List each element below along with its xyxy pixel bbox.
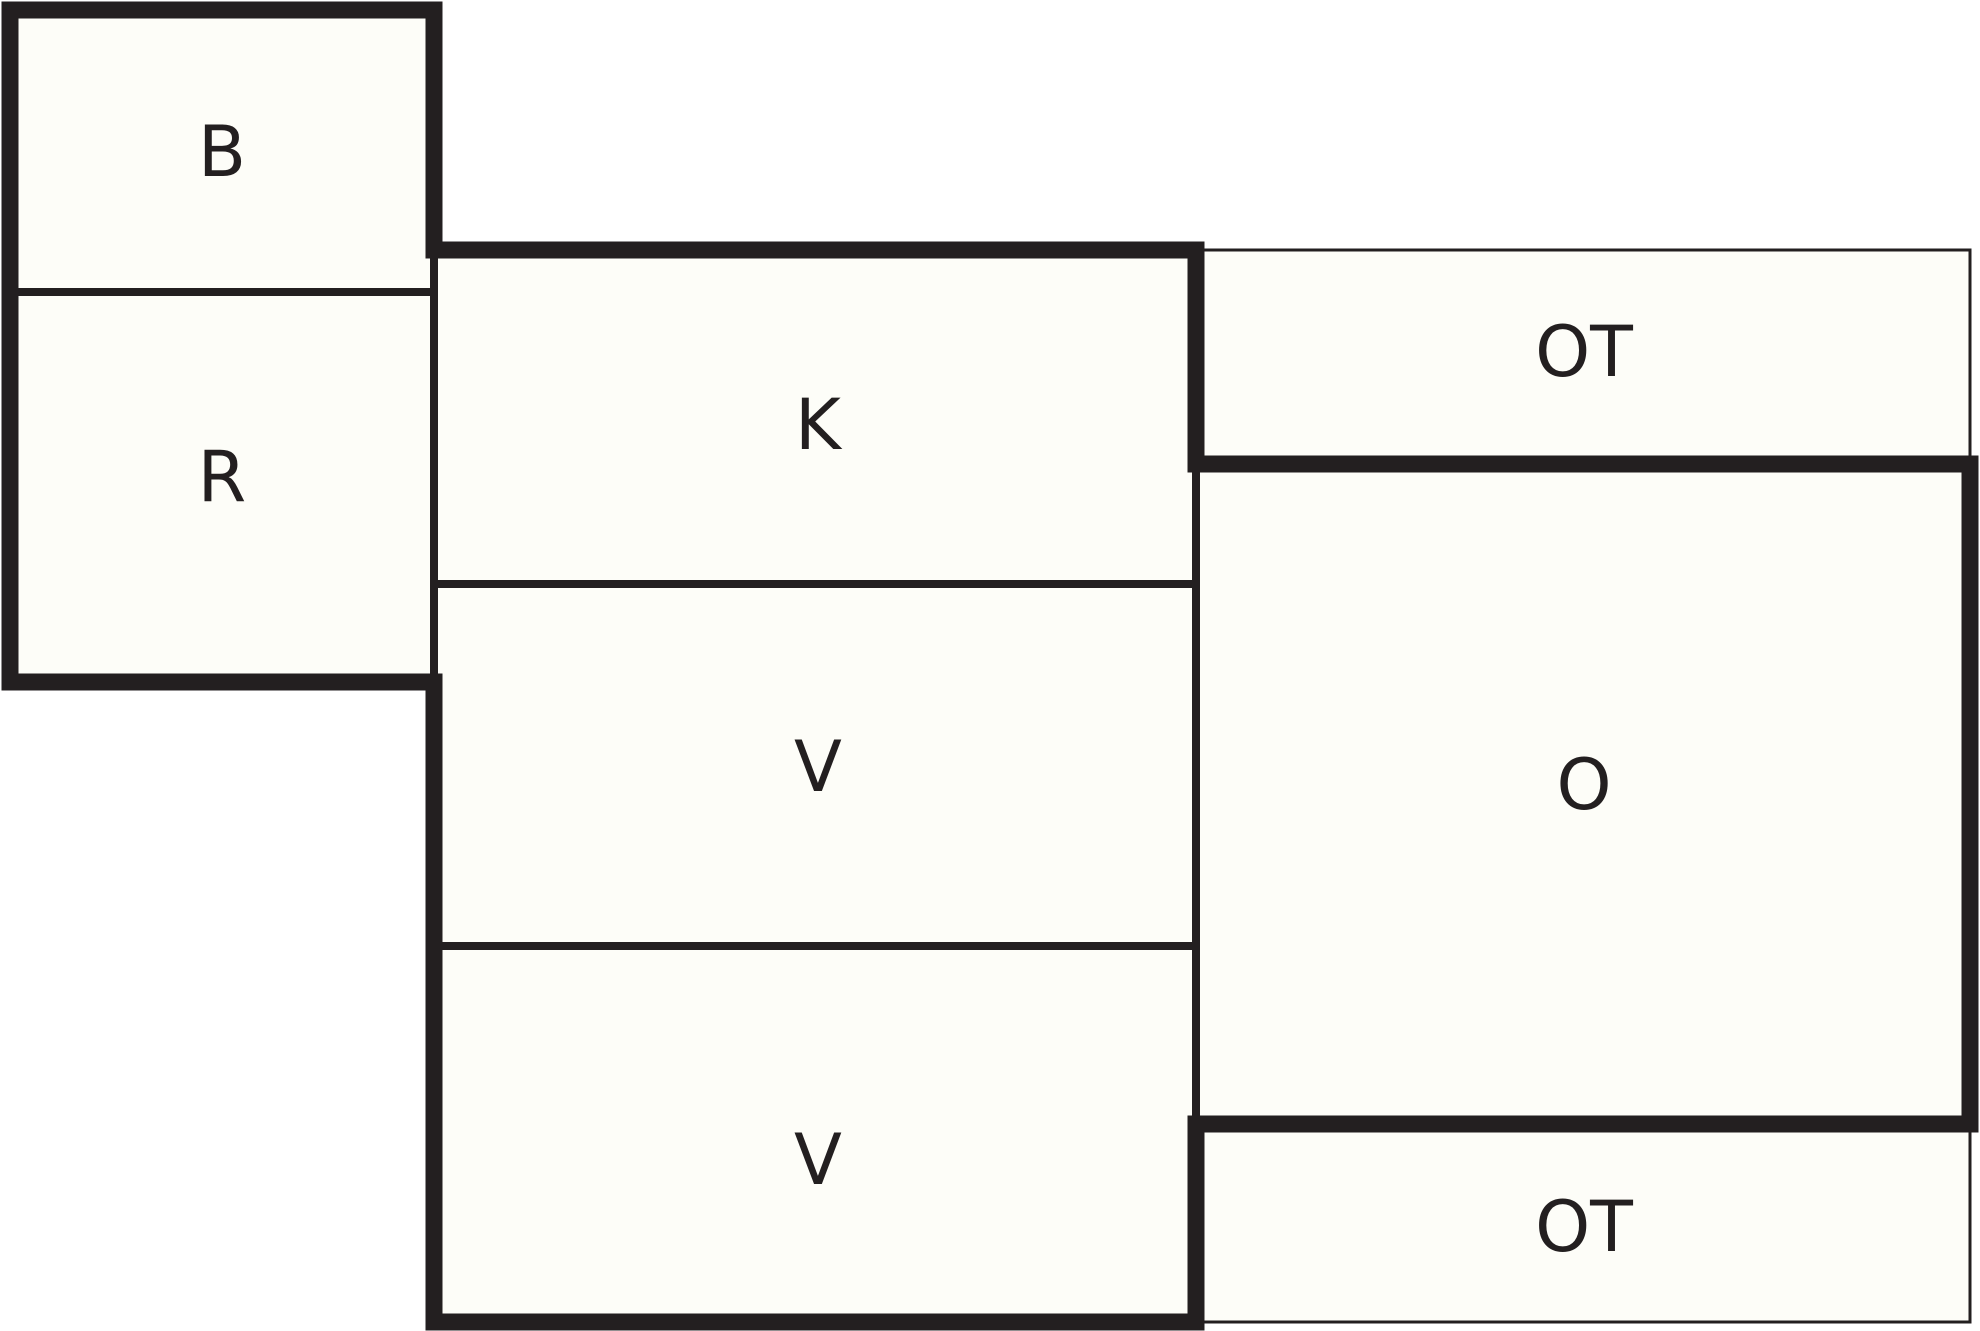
- label-v-lower: V: [794, 1119, 842, 1201]
- outline-o-cell: [1187, 455, 1979, 1133]
- label-o: O: [1556, 744, 1611, 826]
- outline-left-group: [1, 1, 443, 691]
- label-ot-top: OT: [1535, 311, 1633, 393]
- ot-bottom-outline: [1196, 1124, 1972, 1324]
- cell-labels: B R K V V OT O OT: [198, 111, 1633, 1268]
- label-b: B: [198, 111, 246, 193]
- ot-top-outline: [1196, 248, 1972, 464]
- cell-v-lower: [434, 946, 1196, 1320]
- label-v-upper: V: [794, 726, 842, 808]
- cell-ot-bottom: [1196, 1124, 1970, 1322]
- divider-lines: [10, 250, 1200, 1124]
- label-ot-bottom: OT: [1535, 1186, 1633, 1268]
- cell-fills: [10, 10, 1970, 1322]
- label-k: K: [795, 384, 843, 466]
- outline-middle-top: [425, 241, 1205, 473]
- cell-b: [10, 10, 434, 292]
- ot-boundary: [1196, 248, 1972, 1324]
- cell-k: [434, 250, 1196, 584]
- outline-middle-bottom: [425, 673, 1205, 1331]
- cell-r: [10, 292, 434, 682]
- cell-v-upper: [434, 584, 1196, 946]
- label-r: R: [198, 436, 247, 518]
- cell-ot-top: [1196, 250, 1970, 464]
- cell-o: [1196, 464, 1970, 1124]
